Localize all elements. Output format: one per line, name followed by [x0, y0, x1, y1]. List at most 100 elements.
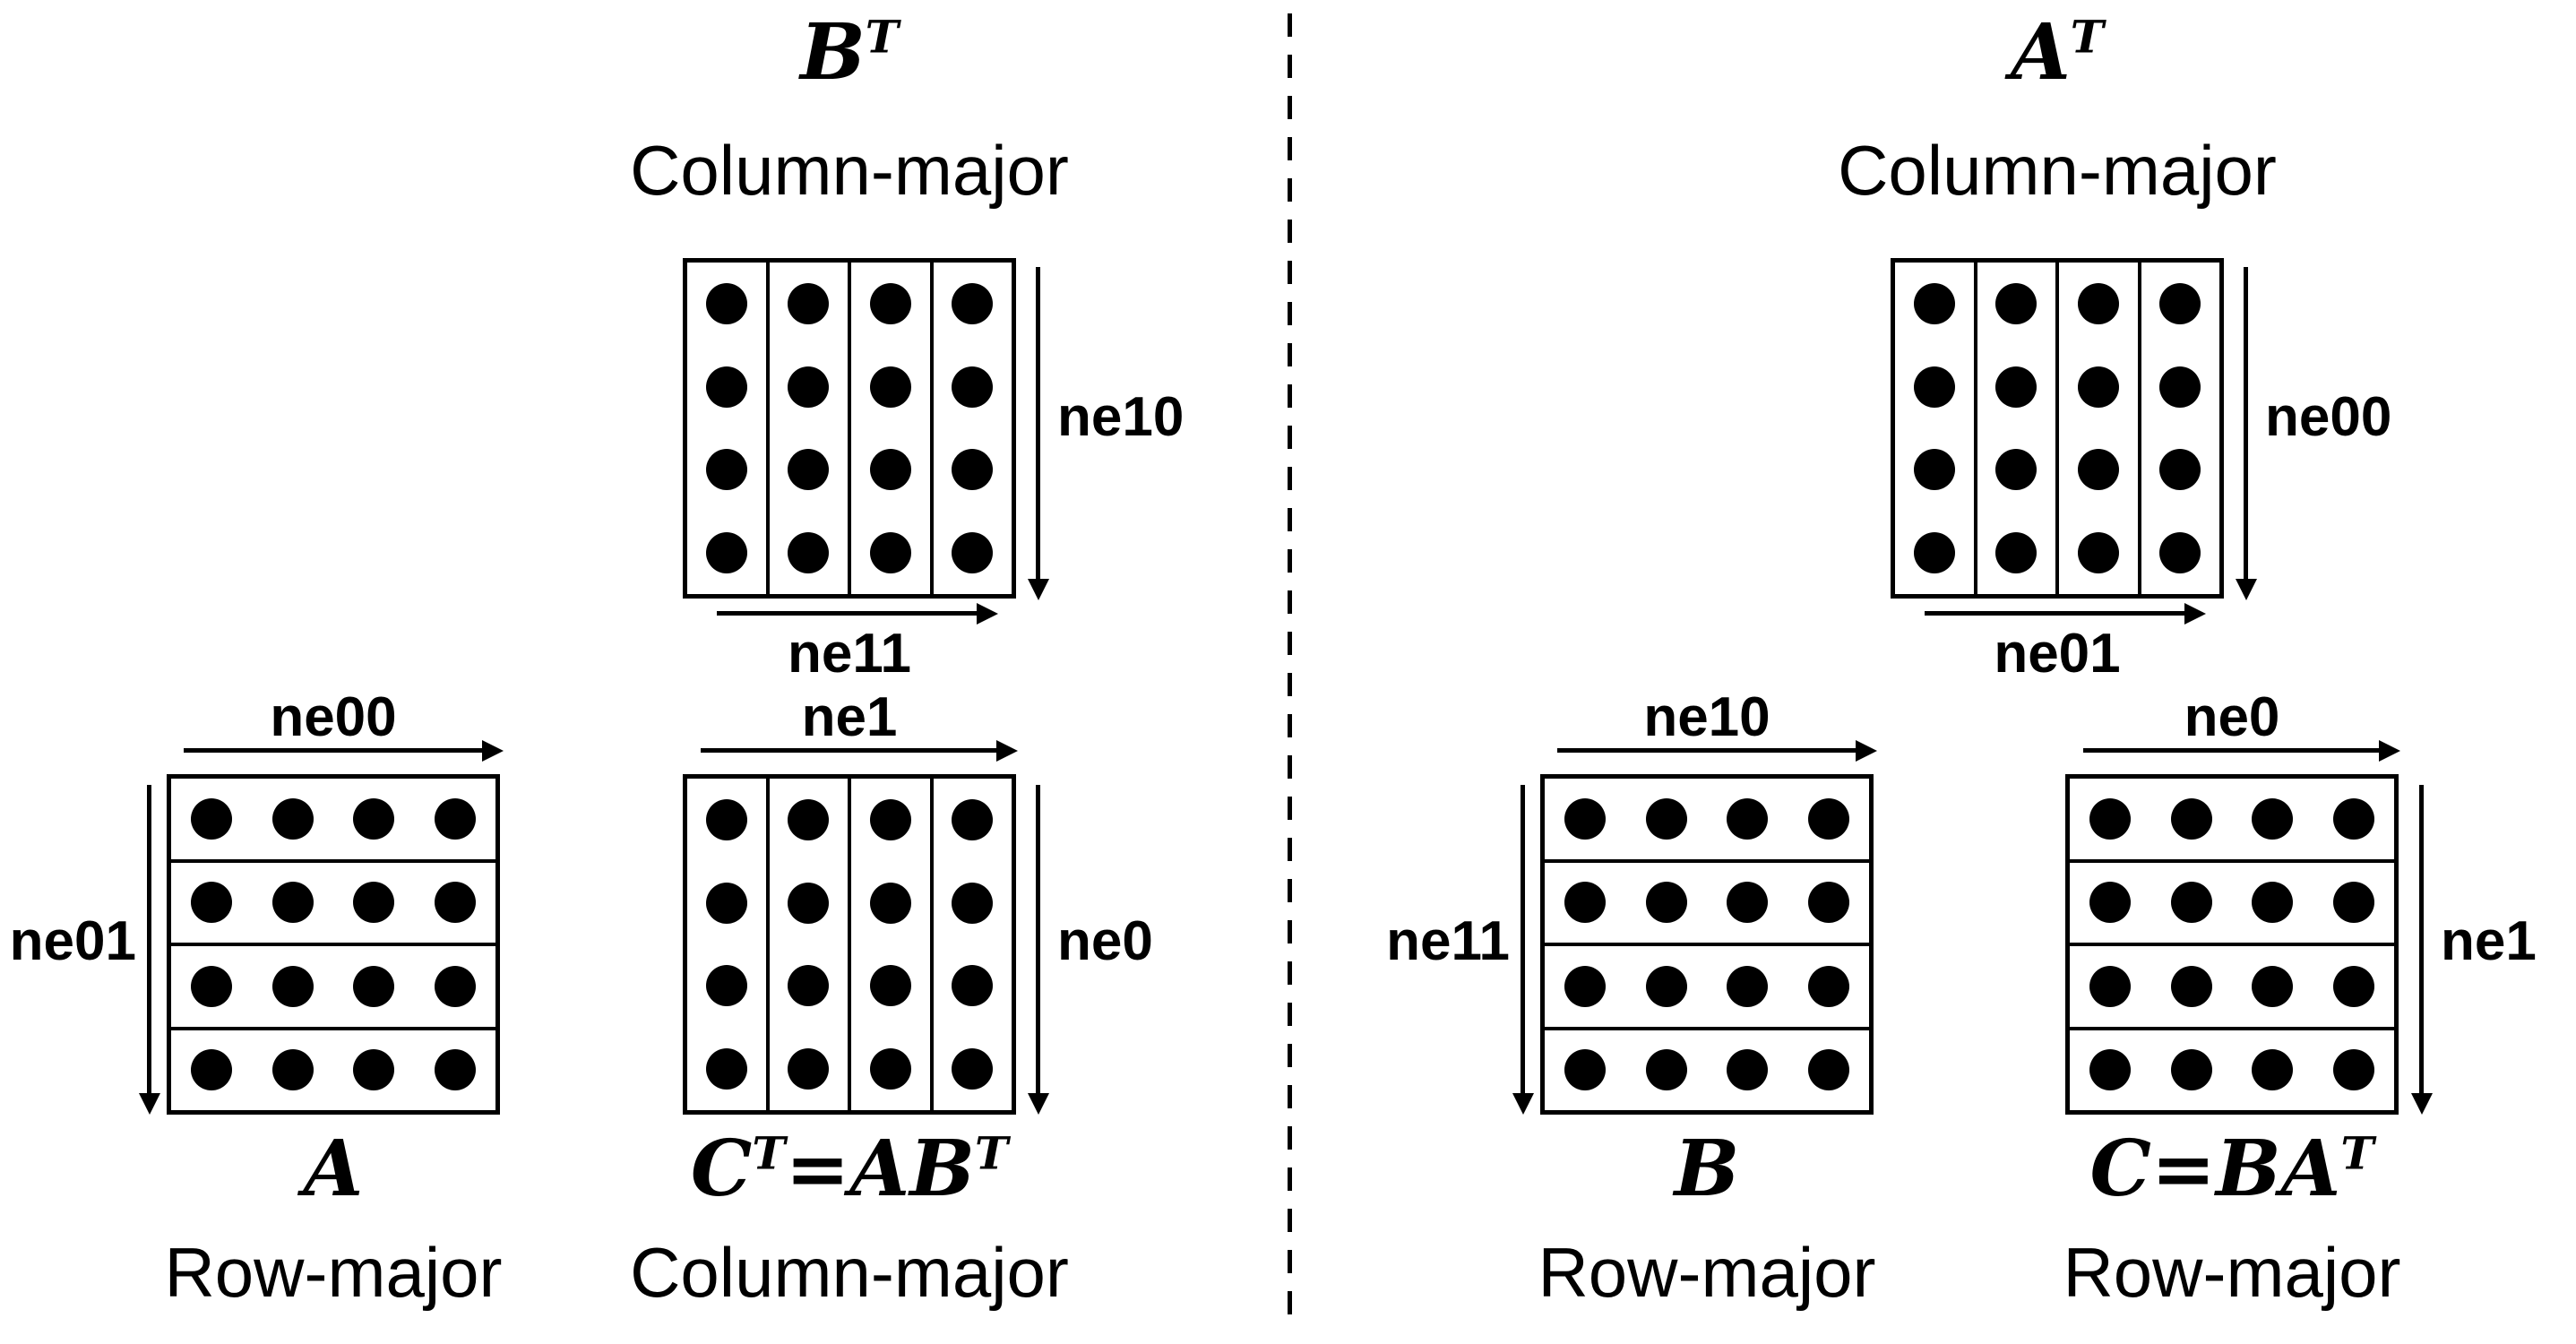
matrix-row [171, 1030, 495, 1111]
matrix-element-dot [1807, 965, 1849, 1007]
matrix-element-dot [1727, 965, 1769, 1007]
matrix-element-dot [434, 882, 476, 924]
dimension-label-ne01: ne01 [1994, 623, 2121, 685]
matrix-element-dot [788, 965, 830, 1007]
dimension-label-ne00: ne00 [270, 686, 397, 748]
matrix-column [851, 263, 934, 594]
matrix-element-dot [952, 965, 994, 1007]
matrix-row [171, 946, 495, 1030]
matrix-grid [2065, 774, 2399, 1115]
matrix-element-dot [2159, 531, 2201, 573]
matrix-name: B [1674, 1124, 1740, 1214]
dimension-arrow-down-icon [1521, 785, 1525, 1095]
matrix-element-dot [2252, 797, 2294, 840]
matrix-element-dot [952, 283, 994, 325]
dimension-arrow-down-icon [147, 785, 151, 1095]
storage-order-label: Column-major [630, 131, 1069, 210]
matrix-element-dot [1807, 882, 1849, 924]
matrix-element-dot [2170, 965, 2212, 1007]
matrix-row [1545, 1030, 1869, 1111]
matrix-element-dot [2170, 882, 2212, 924]
dimension-label-ne1: ne1 [2441, 910, 2537, 972]
matrix-element-dot [869, 531, 911, 573]
matrix-element-dot [1645, 882, 1687, 924]
matrix-element-dot [952, 1047, 994, 1090]
matrix-row [1545, 863, 1869, 946]
matrix-element-dot [705, 283, 747, 325]
matrix-name: AT [2011, 7, 2104, 98]
matrix-element-dot [869, 449, 911, 491]
matrix-element-dot [2077, 283, 2119, 325]
matrix-row [171, 863, 495, 946]
matrix-element-dot [952, 531, 994, 573]
matrix-element-dot [788, 531, 830, 573]
matrix-row [2070, 1030, 2394, 1111]
matrix-name: CT=ABT [690, 1124, 1009, 1214]
matrix-element-dot [353, 797, 395, 840]
matrix-grid [1540, 774, 1874, 1115]
matrix-element-dot [1564, 797, 1607, 840]
matrix-element-dot [1807, 1049, 1849, 1091]
matrix-column [1895, 263, 1977, 594]
dimension-arrow-right-icon [717, 611, 978, 616]
matrix-element-dot [2159, 366, 2201, 408]
matrix-element-dot [271, 797, 314, 840]
matrix-element-dot [1807, 797, 1849, 840]
matrix-column [687, 779, 770, 1110]
matrix-element-dot [434, 797, 476, 840]
matrix-element-dot [2089, 965, 2132, 1007]
matrix-element-dot [2170, 1049, 2212, 1091]
dimension-arrow-right-icon [184, 748, 484, 753]
matrix-element-dot [191, 797, 233, 840]
matrix-element-dot [788, 799, 830, 841]
matrix-element-dot [705, 1047, 747, 1090]
matrix-element-dot [271, 882, 314, 924]
matrix-element-dot [705, 531, 747, 573]
storage-order-label: Row-major [164, 1233, 503, 1312]
matrix-element-dot [869, 366, 911, 408]
matrix-element-dot [2332, 797, 2374, 840]
matrix-element-dot [1727, 1049, 1769, 1091]
matrix-element-dot [869, 1047, 911, 1090]
matrix-column [934, 263, 1012, 594]
matrix-element-dot [788, 882, 830, 924]
matrix-element-dot [1995, 366, 2038, 408]
matrix-element-dot [869, 799, 911, 841]
matrix-element-dot [2089, 882, 2132, 924]
matrix-column [934, 779, 1012, 1110]
dimension-arrow-right-icon [1557, 748, 1857, 753]
dimension-label-ne0: ne0 [2184, 686, 2280, 748]
matrix-row [1545, 779, 1869, 863]
matrix-element-dot [1645, 797, 1687, 840]
dimension-label-ne0: ne0 [1057, 910, 1153, 972]
matrix-element-dot [2170, 797, 2212, 840]
matrix-row [2070, 779, 2394, 863]
matrix-element-dot [1913, 531, 1955, 573]
matrix-element-dot [2332, 1049, 2374, 1091]
matrix-element-dot [191, 882, 233, 924]
matrix-name: BT [800, 7, 899, 98]
matrix-element-dot [705, 882, 747, 924]
matrix-element-dot [788, 366, 830, 408]
matrix-element-dot [271, 965, 314, 1007]
matrix-column [851, 779, 934, 1110]
matrix-row [1545, 946, 1869, 1030]
matrix-element-dot [191, 1049, 233, 1091]
matrix-element-dot [788, 283, 830, 325]
matrix-row [2070, 946, 2394, 1030]
storage-order-label: Column-major [630, 1233, 1069, 1312]
dimension-label-ne01: ne01 [9, 910, 136, 972]
dimension-label-ne1: ne1 [801, 686, 898, 748]
matrix-element-dot [1913, 449, 1955, 491]
matrix-column [2141, 263, 2220, 594]
matrix-grid [683, 258, 1016, 599]
matrix-element-dot [2332, 882, 2374, 924]
matrix-element-dot [2252, 965, 2294, 1007]
matrix-element-dot [705, 366, 747, 408]
dimension-arrow-right-icon [2083, 748, 2381, 753]
dimension-arrow-down-icon [1036, 785, 1040, 1095]
matrix-element-dot [705, 449, 747, 491]
matrix-grid [1891, 258, 2224, 599]
matrix-element-dot [1564, 965, 1607, 1007]
